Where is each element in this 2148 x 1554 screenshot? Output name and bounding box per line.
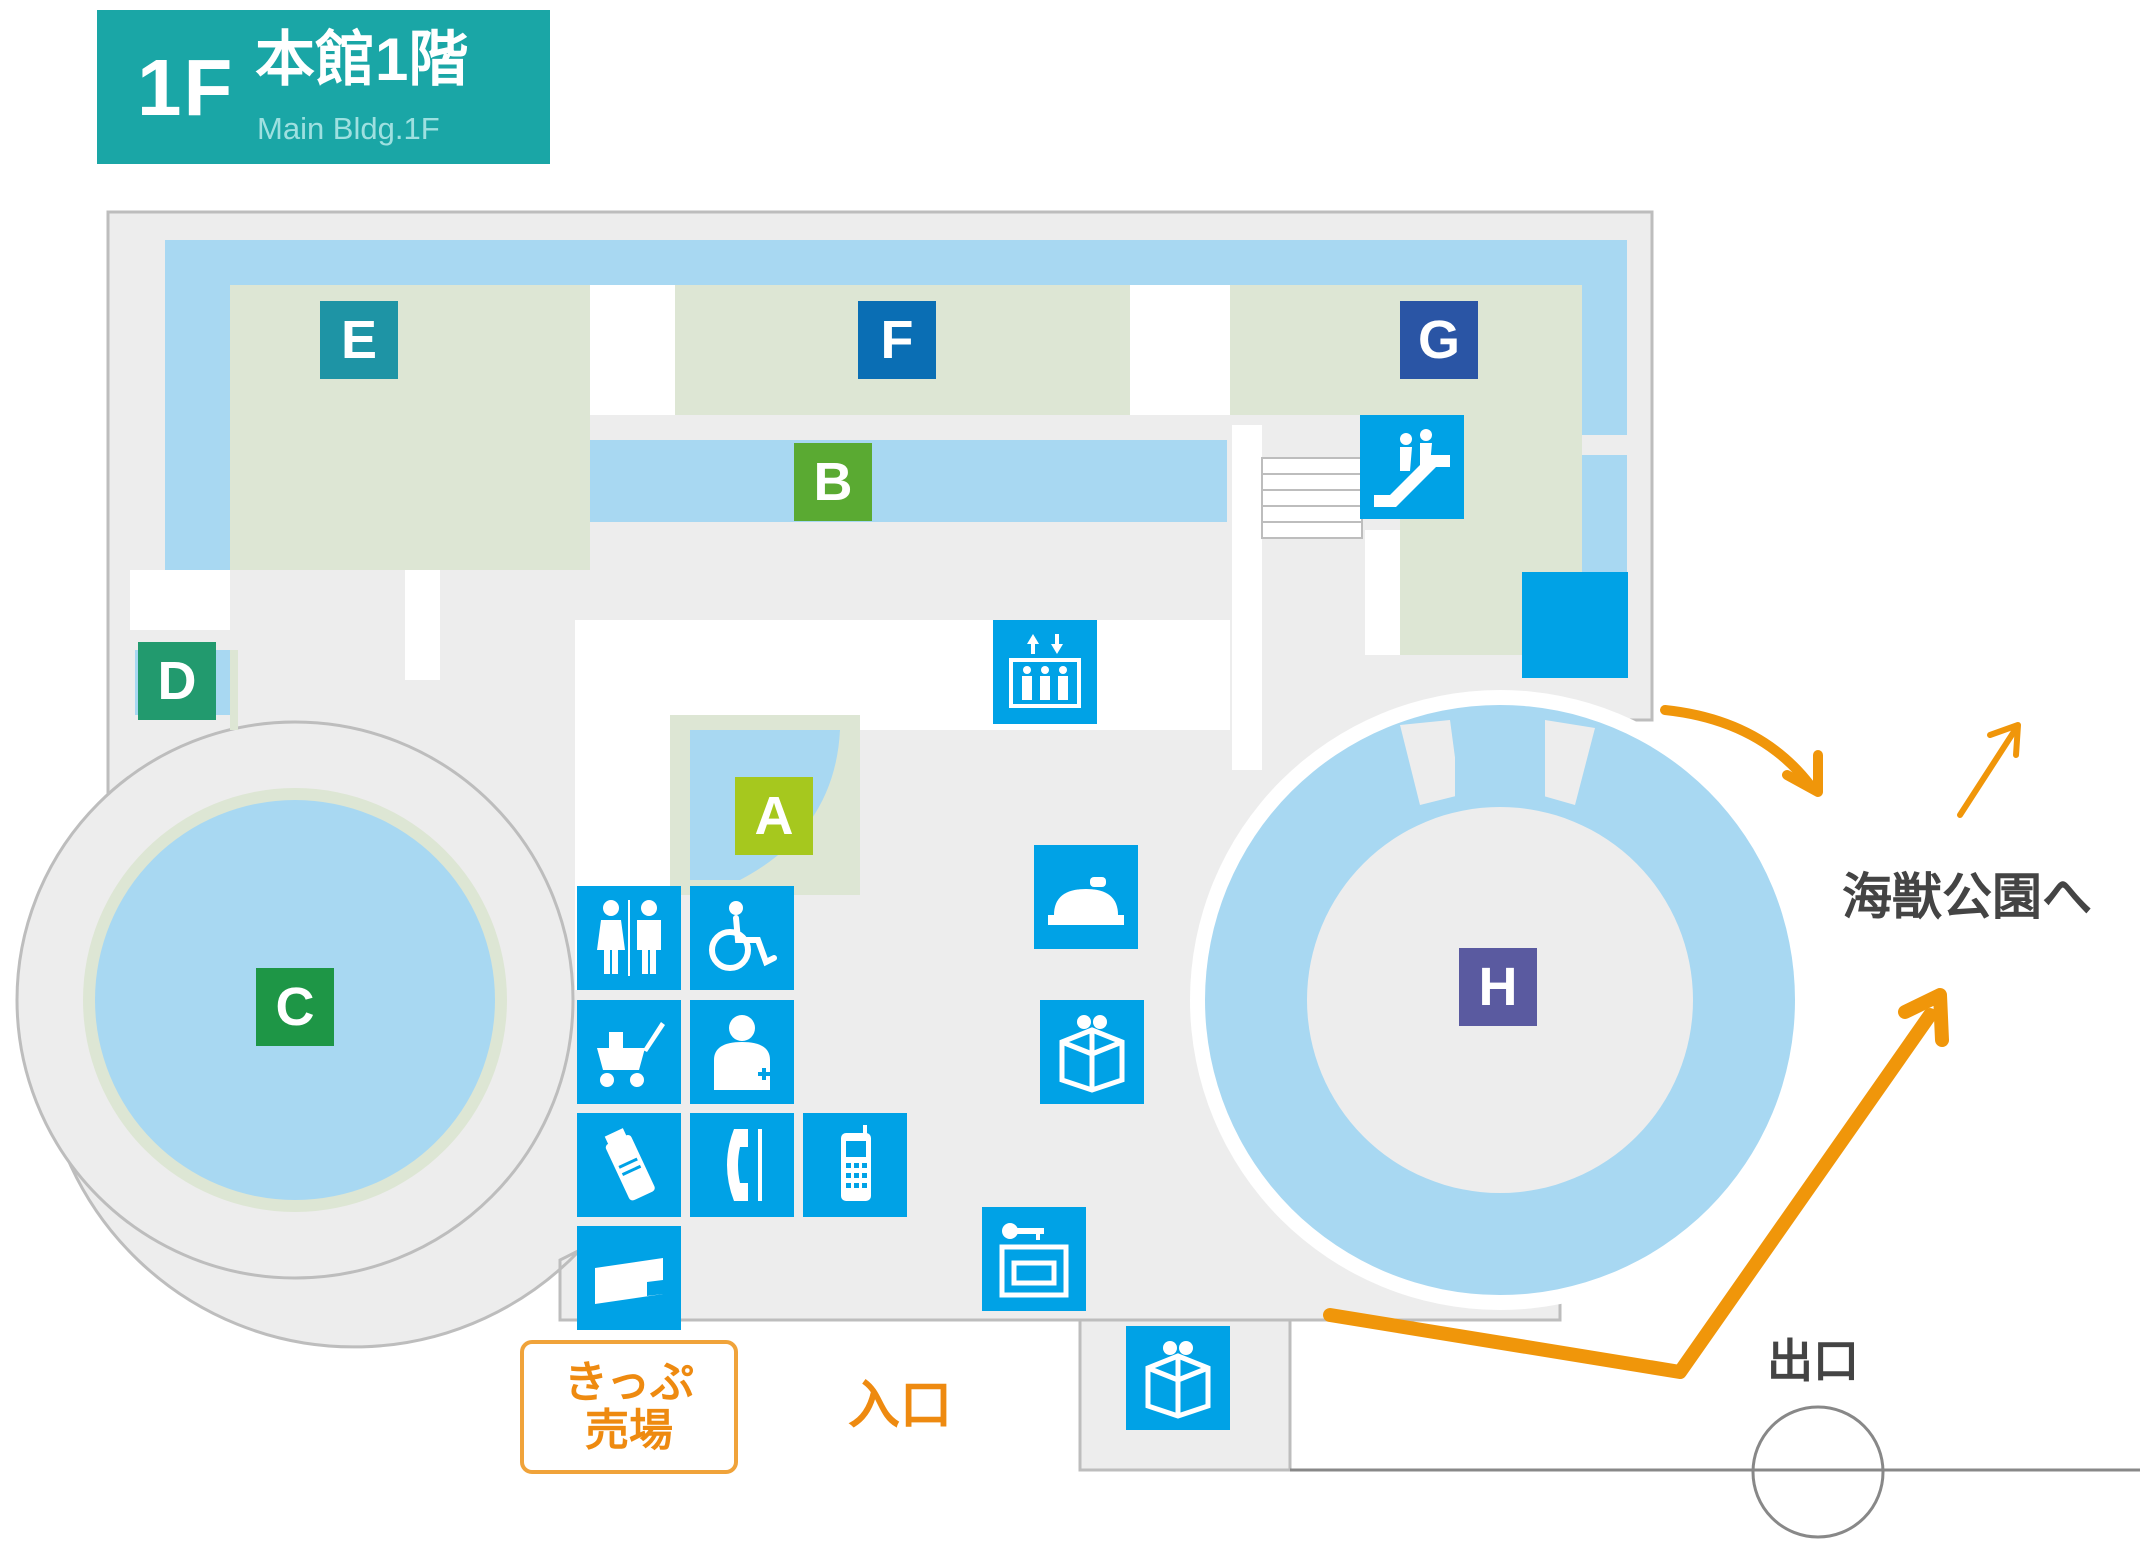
area-marker-f[interactable]: F	[858, 301, 936, 379]
exit-label: 出口	[1767, 1335, 1859, 1387]
coin-locker-icon[interactable]	[982, 1207, 1086, 1311]
ticket-machine-icon[interactable]	[577, 1226, 681, 1330]
elevator-icon[interactable]	[993, 620, 1097, 724]
exit-route-arrow	[1323, 1008, 1937, 1379]
mobile-phone-icon[interactable]	[803, 1113, 907, 1217]
area-marker-a[interactable]: A	[735, 777, 813, 855]
ticket-office-line2: 売場	[585, 1406, 673, 1455]
area-marker-g[interactable]: G	[1400, 301, 1478, 379]
tank-h-top-pool	[1455, 715, 1545, 800]
stairs	[1261, 457, 1363, 539]
gift-shop-icon[interactable]	[1040, 1000, 1144, 1104]
escalator-icon[interactable]	[1360, 415, 1464, 519]
vending-machine-icon[interactable]	[577, 1113, 681, 1217]
area-marker-c[interactable]: C	[256, 968, 334, 1046]
ticket-office-label[interactable]: きっぷ 売場	[520, 1340, 738, 1474]
stroller-rental-icon[interactable]	[577, 1000, 681, 1104]
outside-paths	[1290, 1405, 2140, 1539]
gift-shop-icon[interactable]	[1126, 1326, 1230, 1430]
entrance-label: 入口	[848, 1377, 953, 1435]
floor-header: 1F 本館1階 Main Bldg.1F	[97, 10, 550, 164]
route-arrows	[1323, 705, 2021, 1379]
restroom-icon[interactable]	[577, 886, 681, 990]
area-marker-h[interactable]: H	[1459, 948, 1537, 1026]
area-marker-d[interactable]: D	[138, 642, 216, 720]
floor-subtitle: Main Bldg.1F	[257, 111, 440, 146]
wheelchair-icon[interactable]	[690, 886, 794, 990]
area-marker-e[interactable]: E	[320, 301, 398, 379]
curved-route-arrow	[1660, 705, 1815, 790]
floor-title: 本館1階	[255, 26, 469, 93]
ticket-office-line1: きっぷ	[563, 1357, 695, 1407]
payphone-icon[interactable]	[690, 1113, 794, 1217]
floor-number: 1F	[137, 43, 235, 132]
service-room	[1522, 572, 1628, 678]
area-marker-b[interactable]: B	[794, 443, 872, 521]
first-aid-icon[interactable]	[690, 1000, 794, 1104]
tank-h-gaps	[1400, 720, 1595, 805]
information-desk-icon[interactable]	[1034, 845, 1138, 949]
to-park-label: 海獣公園へ	[1842, 869, 2092, 925]
park-direction-arrow	[1957, 727, 2018, 818]
